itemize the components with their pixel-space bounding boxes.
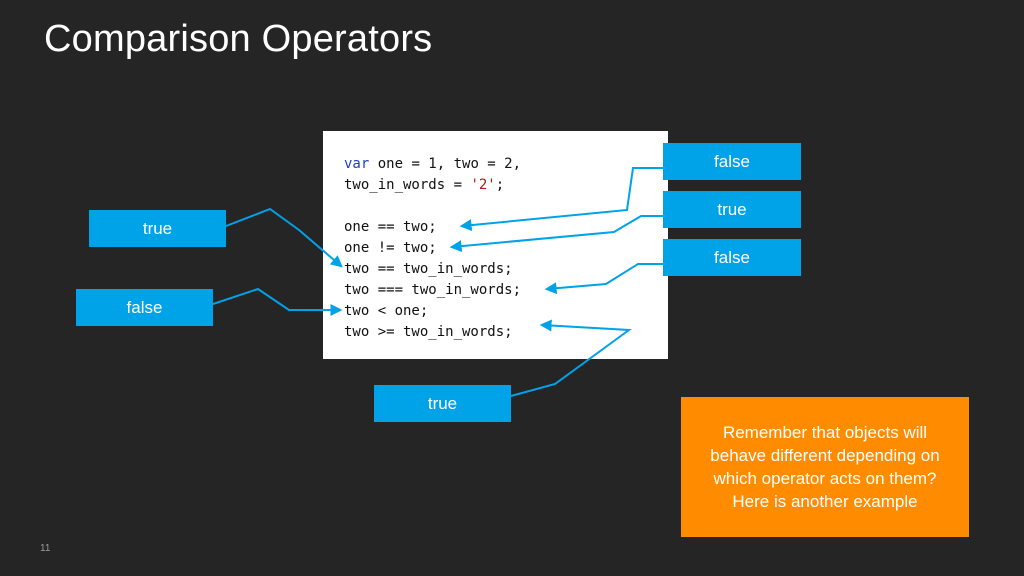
code-text: two === two_in_words; xyxy=(344,282,522,298)
code-text: two >= two_in_words; xyxy=(344,324,513,340)
code-text: one = 1, two = 2, xyxy=(369,156,522,172)
answer-two-lt-one: false xyxy=(76,289,213,326)
answer-two-gte-words: true xyxy=(374,385,511,422)
answer-two-strict-eq-words: false xyxy=(663,239,801,276)
arrow-two-lt-one xyxy=(212,287,343,316)
answer-two-eq-words: true xyxy=(89,210,226,247)
code-block: var one = 1, two = 2, two_in_words = '2'… xyxy=(344,154,521,343)
slide-number: 11 xyxy=(40,543,51,554)
code-line: two_in_words = '2'; xyxy=(344,177,504,193)
code-keyword: var xyxy=(344,156,370,172)
answer-one-neq-two: true xyxy=(663,191,801,228)
code-text: one == two; xyxy=(344,219,437,235)
code-text: two == two_in_words; xyxy=(344,261,513,277)
answer-one-eq-two: false xyxy=(663,143,801,180)
code-text: one != two; xyxy=(344,240,437,256)
code-text: two < one; xyxy=(344,303,429,319)
code-line: one == two; xyxy=(344,219,437,235)
code-line: two >= two_in_words; xyxy=(344,324,513,340)
code-line: two < one; xyxy=(344,303,428,319)
code-text: ; xyxy=(495,177,505,193)
slide-title: Comparison Operators xyxy=(44,18,433,60)
code-line: two == two_in_words; xyxy=(344,261,513,277)
code-line: two === two_in_words; xyxy=(344,282,521,298)
code-text: two_in_words = xyxy=(344,177,471,193)
code-line: var one = 1, two = 2, xyxy=(344,156,521,172)
code-line: one != two; xyxy=(344,240,437,256)
callout-note: Remember that objects will behave differ… xyxy=(681,397,969,537)
code-string: '2' xyxy=(470,177,496,193)
